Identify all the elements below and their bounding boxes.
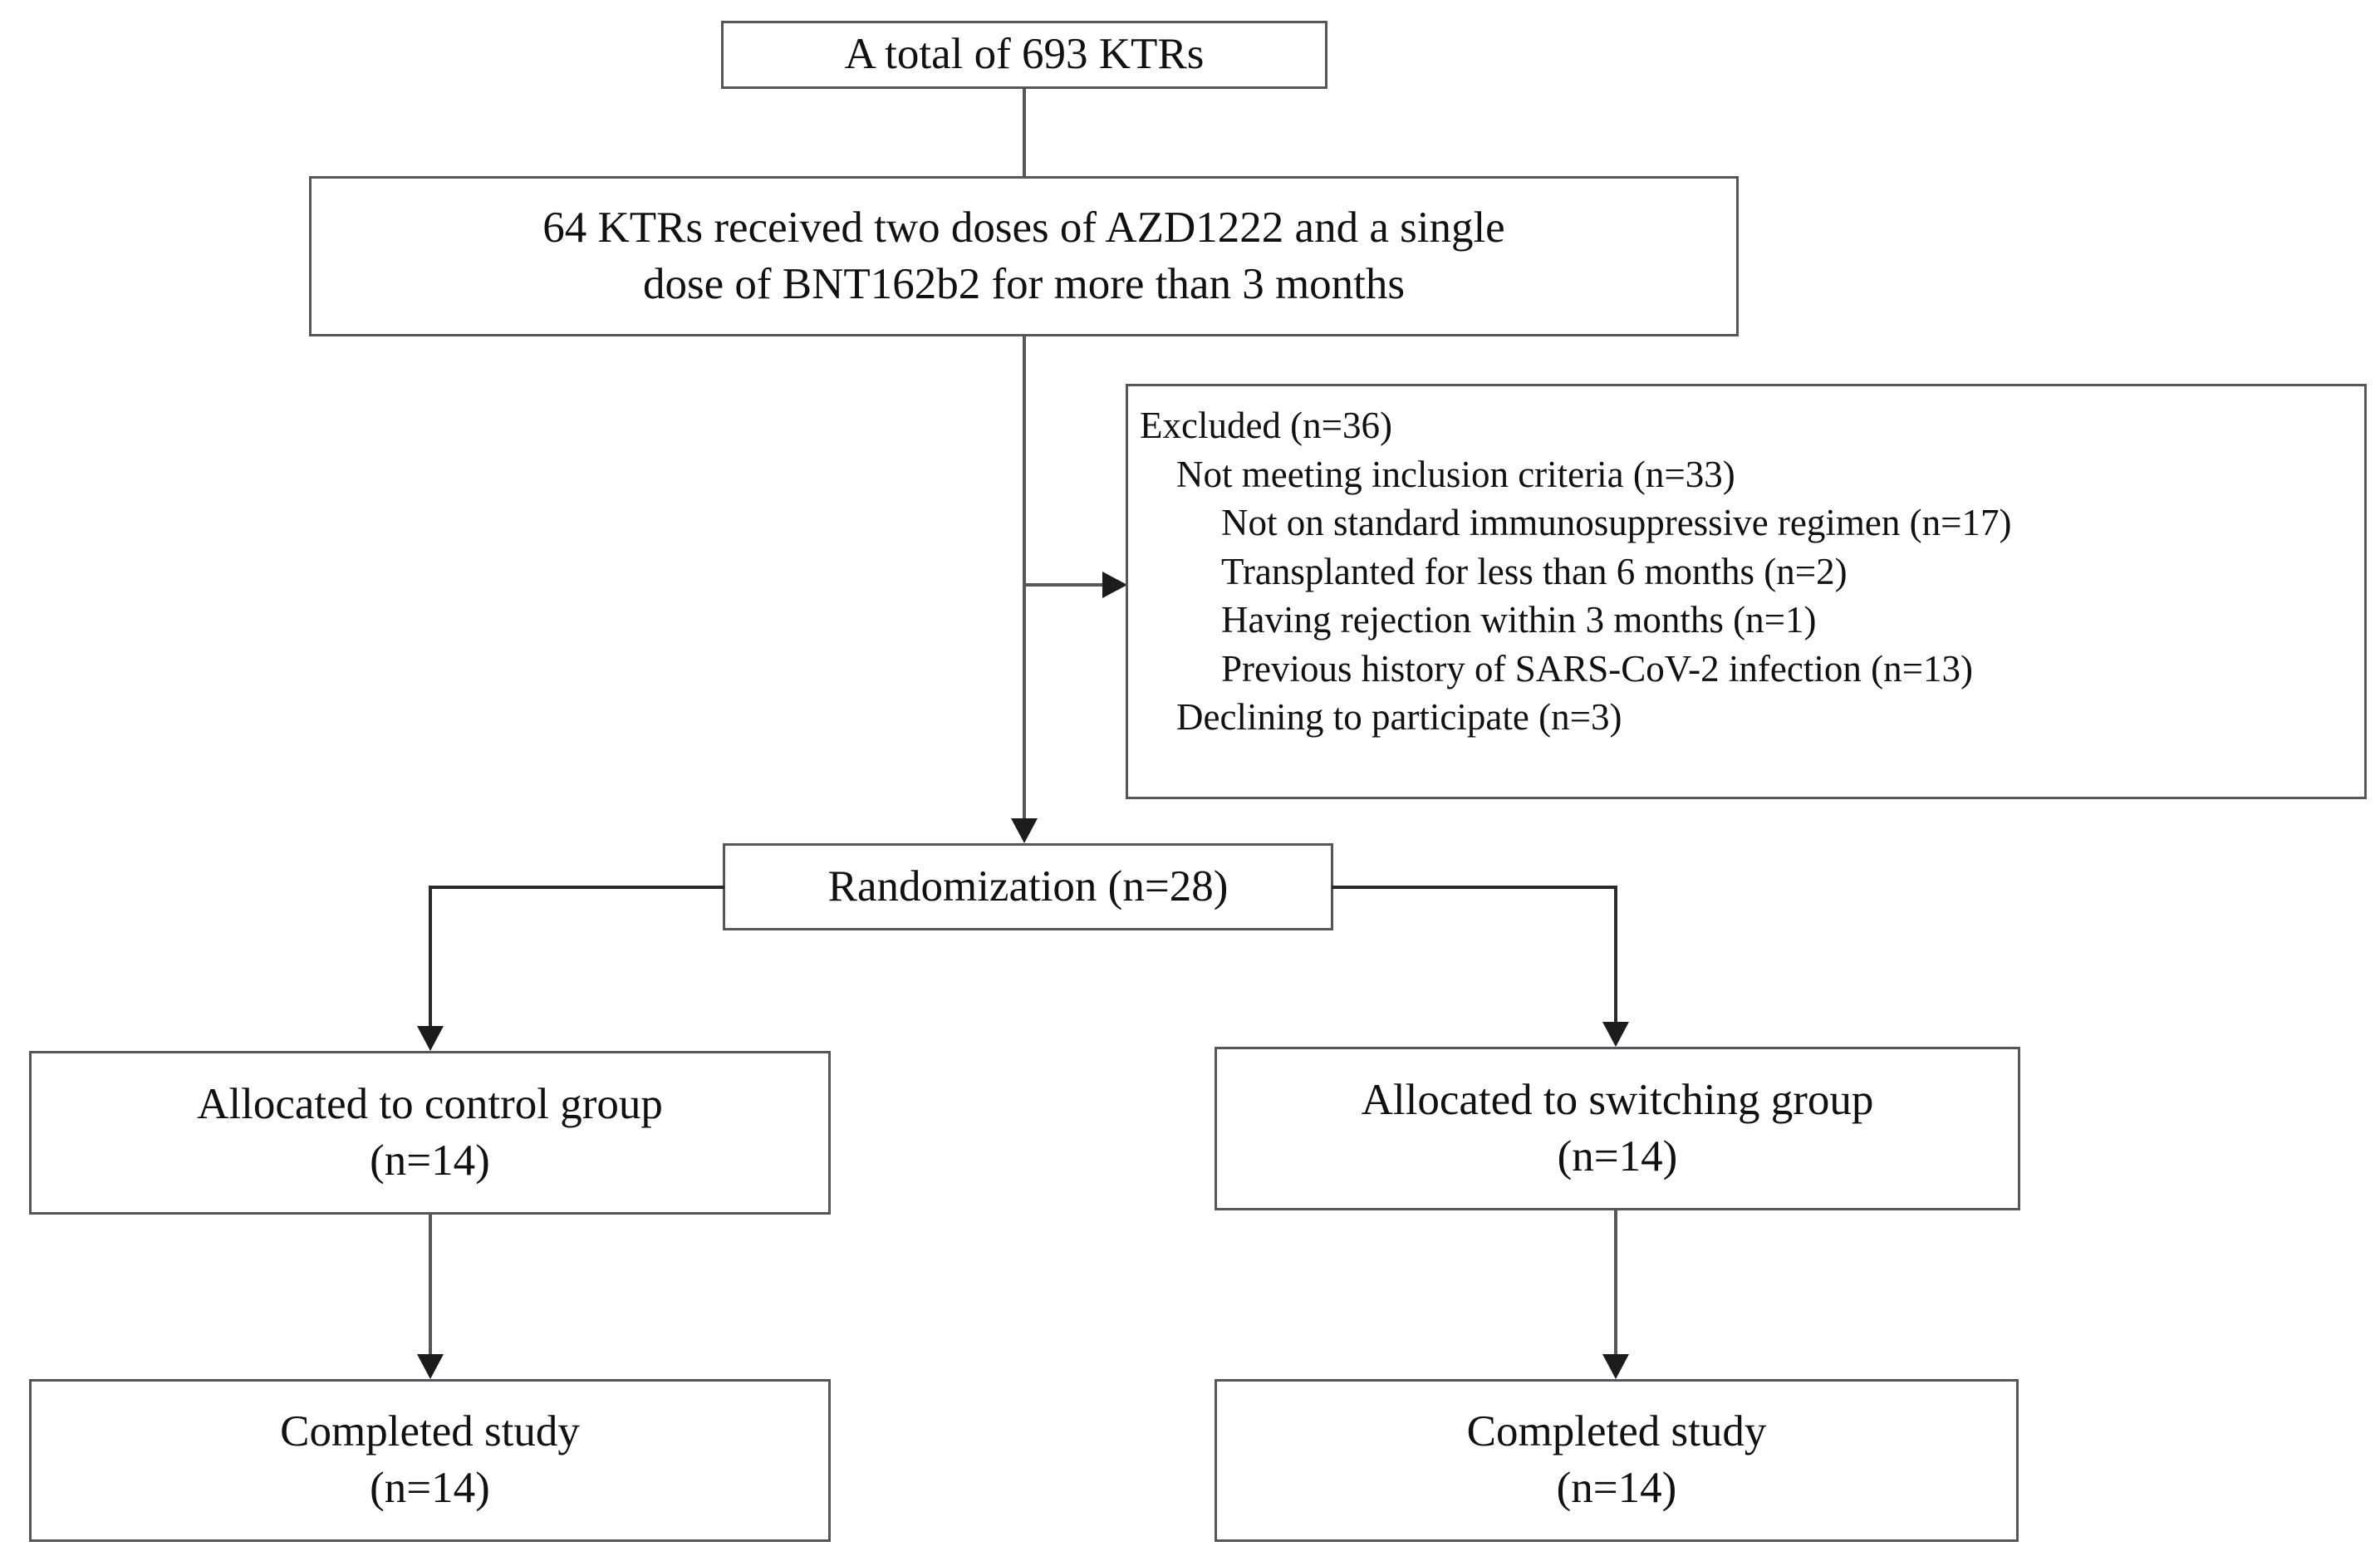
arrowhead-to-completed-switch — [1602, 1354, 1629, 1379]
connector-alloc-to-completed-control — [429, 1215, 432, 1356]
node-completed-switching: Completed study (n=14) — [1215, 1379, 2019, 1542]
connector-randomization-right-vertical — [1614, 886, 1617, 1022]
node-allocated-control: Allocated to control group (n=14) — [29, 1051, 831, 1215]
node-cohort-line-2: dose of BNT162b2 for more than 3 months — [642, 259, 1406, 308]
excluded-item-6: Declining to participate (n=3) — [1176, 696, 1622, 738]
node-completed-switch-line-1: Completed study — [1466, 1407, 1767, 1456]
arrowhead-to-completed-control — [417, 1354, 444, 1379]
node-completed-control-line-1: Completed study — [280, 1407, 580, 1456]
excluded-item-1: Not meeting inclusion criteria (n=33) — [1176, 453, 1735, 495]
excluded-item-3: Transplanted for less than 6 months (n=2… — [1221, 550, 1848, 592]
arrowhead-cohort-to-randomization — [1011, 818, 1038, 843]
node-alloc-control-line-2: (n=14) — [370, 1136, 490, 1185]
excluded-item-5: Previous history of SARS-CoV-2 infection… — [1221, 647, 1973, 690]
node-randomization: Randomization (n=28) — [723, 843, 1333, 930]
arrowhead-to-alloc-control — [417, 1026, 444, 1051]
node-alloc-control-line-1: Allocated to control group — [197, 1079, 663, 1128]
connector-randomization-right-horizontal — [1332, 886, 1617, 889]
connector-cohort-to-randomization — [1023, 336, 1026, 818]
connector-randomization-left-vertical — [429, 886, 432, 1026]
node-cohort-vaccinated: 64 KTRs received two doses of AZD1222 an… — [309, 176, 1739, 336]
connector-total-to-cohort — [1023, 89, 1026, 178]
node-completed-switch-line-2: (n=14) — [1556, 1464, 1677, 1512]
arrowhead-to-alloc-switch — [1602, 1022, 1629, 1047]
excluded-item-4: Having rejection within 3 months (n=1) — [1221, 599, 1817, 641]
node-completed-control: Completed study (n=14) — [29, 1379, 831, 1542]
node-total-ktrs: A total of 693 KTRs — [721, 21, 1327, 89]
node-excluded: Excluded (n=36) Not meeting inclusion cr… — [1126, 384, 2367, 799]
connector-trunk-to-excluded — [1023, 583, 1104, 587]
node-randomization-line-1: Randomization (n=28) — [827, 862, 1229, 911]
arrowhead-trunk-to-excluded — [1102, 572, 1127, 598]
node-cohort-line-1: 64 KTRs received two doses of AZD1222 an… — [542, 203, 1505, 252]
connector-randomization-left-horizontal — [429, 886, 724, 889]
node-allocated-switching: Allocated to switching group (n=14) — [1215, 1047, 2020, 1210]
connector-alloc-to-completed-switch — [1614, 1210, 1617, 1356]
node-completed-control-line-2: (n=14) — [370, 1464, 490, 1512]
excluded-item-0: Excluded (n=36) — [1140, 405, 1393, 446]
node-total-line-1: A total of 693 KTRs — [844, 30, 1205, 79]
node-alloc-switch-line-2: (n=14) — [1557, 1132, 1678, 1181]
node-alloc-switch-line-1: Allocated to switching group — [1361, 1075, 1874, 1124]
excluded-item-2: Not on standard immunosuppressive regime… — [1221, 502, 2012, 543]
